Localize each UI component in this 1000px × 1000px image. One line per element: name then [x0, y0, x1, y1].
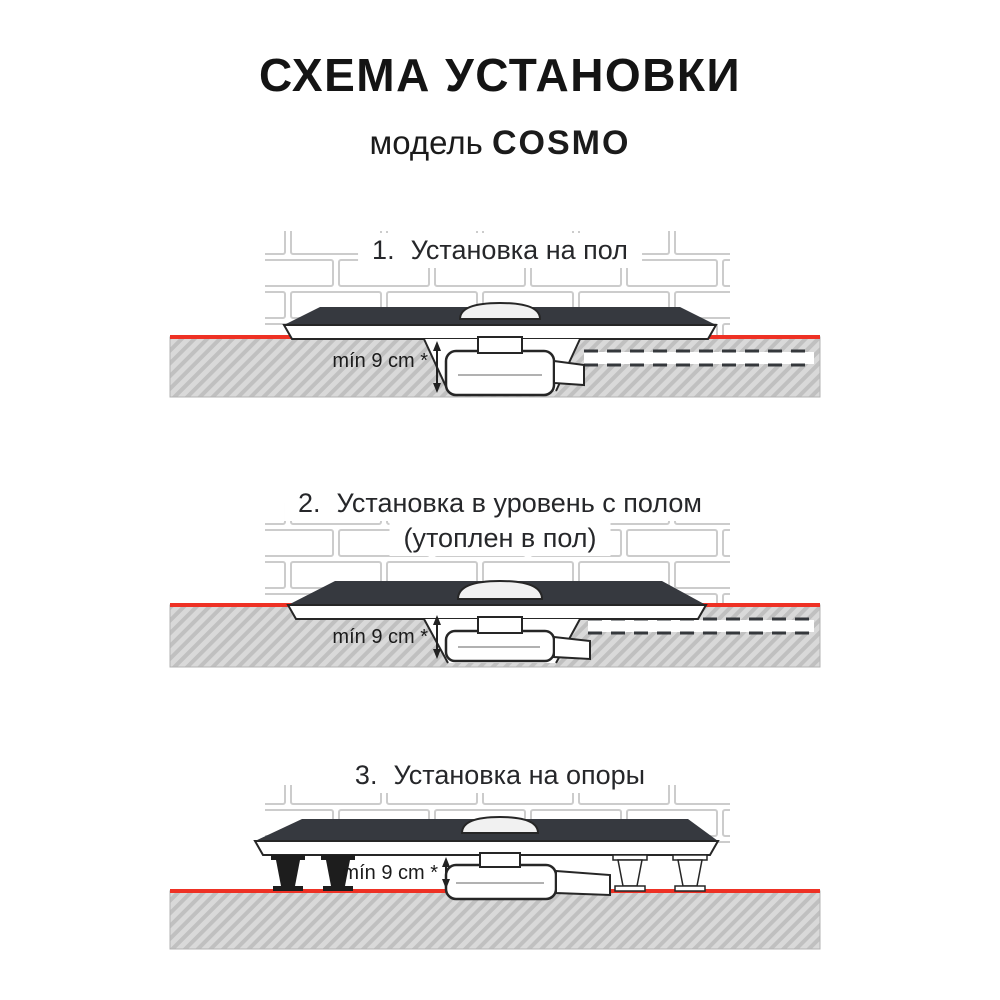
- support-foot-right-2: [672, 854, 708, 892]
- support-foot-left-1: [271, 855, 305, 891]
- dimension-arrow: [433, 615, 441, 659]
- model-label: модель: [369, 124, 483, 161]
- section-1-number: 1.: [372, 235, 395, 265]
- drain-cover-dome: [458, 301, 542, 320]
- drain-pipe-dashed: [584, 349, 814, 367]
- dimension-label: mín 9 cm *: [332, 350, 428, 372]
- model-name: COSMO: [492, 124, 631, 162]
- drain-siphon: [444, 616, 591, 663]
- dimension-label: mín 9 cm *: [332, 626, 428, 648]
- section-1-caption: 1. Установка на пол: [358, 233, 642, 269]
- page-title: СХЕМА УСТАНОВКИ: [258, 49, 742, 101]
- diagram-supports-installation: mín 9 cm *: [169, 785, 821, 950]
- support-foot-left-2: [321, 855, 355, 891]
- dimension-arrow: [442, 857, 450, 889]
- section-3-number: 3.: [354, 760, 378, 790]
- shower-tray: [253, 815, 720, 856]
- dimension-arrow: [433, 341, 441, 393]
- model-subtitle: модель COSMO: [0, 124, 1000, 163]
- section-2-number: 2.: [298, 488, 321, 518]
- drain-cover-dome: [460, 815, 540, 834]
- dimension-label: mín 9 cm *: [342, 862, 438, 884]
- section-3-title: Установка на опоры: [393, 760, 646, 790]
- section-2-caption-line2: (утоплен в пол): [389, 521, 611, 557]
- dimension-annotation: mín 9 cm *: [332, 341, 441, 393]
- section-2-title: Установка в уровень с полом: [336, 488, 702, 518]
- shower-tray: [282, 301, 718, 340]
- drain-siphon: [444, 336, 585, 397]
- support-foot-right-1: [612, 854, 648, 892]
- section-2-caption: 2. Установка в уровень с полом: [284, 486, 716, 522]
- drain-cover-dome: [456, 579, 544, 600]
- shower-tray: [286, 579, 708, 620]
- section-2-subtitle: (утоплен в пол): [403, 523, 597, 553]
- section-3-caption: 3. Установка на опоры: [340, 758, 660, 794]
- drain-siphon: [444, 852, 611, 901]
- dimension-annotation: mín 9 cm *: [342, 857, 450, 889]
- section-1-title: Установка на пол: [410, 235, 628, 265]
- dimension-annotation: mín 9 cm *: [332, 615, 441, 659]
- drain-pipe-dashed: [588, 617, 814, 635]
